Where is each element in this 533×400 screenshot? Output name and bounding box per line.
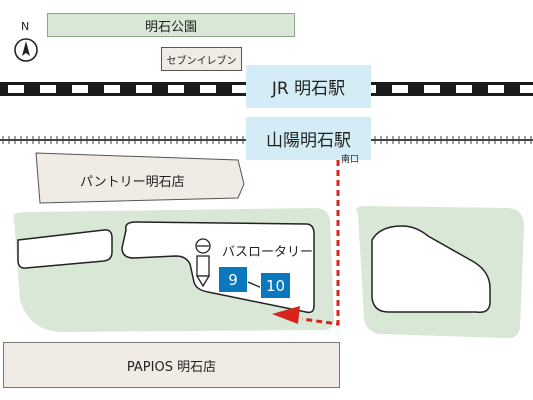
bus-rotary-label: バスロータリー	[222, 245, 314, 260]
seven-eleven-label: セブンイレブン	[166, 55, 237, 67]
seven-eleven-store: セブンイレブン	[161, 47, 242, 71]
bus-stop-10-badge: 10	[260, 272, 291, 299]
papios-building: PAPIOS 明石店	[3, 342, 340, 388]
sanyo-akashi-station-label: 山陽明石駅	[266, 131, 351, 151]
akashi-park: 明石公園	[47, 13, 295, 37]
rotary-island-left	[17, 229, 113, 269]
pantry-building	[35, 152, 245, 204]
sanyo-akashi-station: 山陽明石駅	[246, 117, 371, 160]
jr-akashi-station: JR 明石駅	[246, 65, 371, 108]
pantry-store-label: パントリー明石店	[80, 175, 185, 190]
jr-akashi-station-label: JR 明石駅	[271, 79, 346, 99]
bus-stop-9-badge: 9	[219, 267, 247, 292]
akashi-park-label: 明石公園	[144, 19, 197, 35]
papios-label: PAPIOS 明石店	[126, 359, 217, 375]
north-arrow-icon	[14, 38, 38, 62]
east-island	[371, 225, 491, 314]
bus-stop-icon	[195, 238, 211, 288]
north-label: N	[21, 20, 30, 33]
south-exit-label: 南口	[341, 155, 360, 165]
bus-stop-connector	[247, 281, 263, 289]
walking-route-arrow	[272, 160, 340, 326]
